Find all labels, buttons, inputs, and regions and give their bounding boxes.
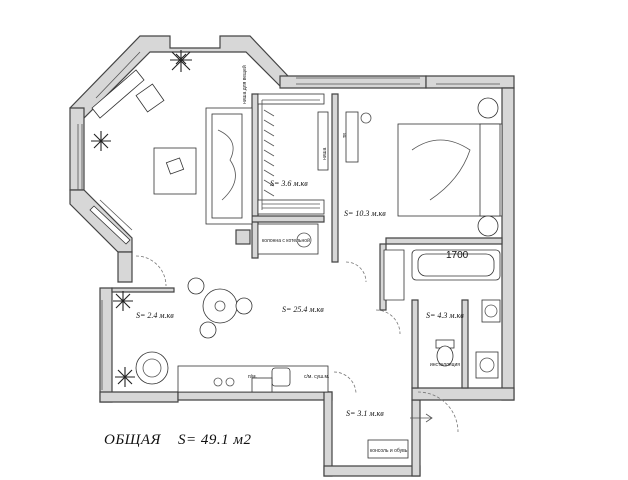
door-icon [135,255,459,433]
label-shoes: консоль и обувь [370,448,408,454]
label-washer: с/м. суш.м. [304,374,329,380]
label-dishwasher: п/м. [248,374,257,380]
total-area-label: ОБЩАЯ [104,432,161,448]
shoe-console [367,439,409,459]
shower-glass [383,249,405,301]
sink-icon [475,299,501,379]
armchair-icon [135,351,169,385]
label-shelf: ниша [322,147,328,160]
tv-unit [89,205,131,245]
toilet-icon [435,339,455,367]
label-wardrobe-niche: ниша для вещей [241,65,248,104]
table-icon [165,157,185,175]
lamp-icon [360,112,372,124]
room-area-wardrobe: S= 3.6 м.кв [270,179,308,188]
plant-icon [91,50,192,387]
boiler-cabinet [257,223,319,255]
room-area-bedroom: S= 10.3 м.кв [344,209,386,218]
wardrobe-racks [257,93,329,215]
room-area-balcony: S= 2.4 м.кв [136,311,174,320]
bed-icon [397,97,503,237]
label-boiler: колонна с котельной [262,237,310,244]
table-icon [187,277,253,339]
room-area-bathroom: S= 4.3 м.кв [426,311,464,320]
walls [69,35,515,477]
bedroom-dresser [345,111,359,163]
label-installation: инсталляция [430,362,460,368]
column [235,229,251,245]
total-area-value: S= 49.1 м2 [178,432,251,448]
dimension-label: 1700 [446,250,469,261]
room-area-hall: S= 3.1 м.кв [346,409,384,418]
desk [91,69,165,119]
window-icon [77,51,500,390]
bathtub-icon [411,249,501,281]
room-area-living: S= 25.4 м.кв [282,305,324,314]
label-tv: тв [342,133,348,138]
sofa-icon [205,107,253,225]
kitchen-counter [177,365,329,393]
